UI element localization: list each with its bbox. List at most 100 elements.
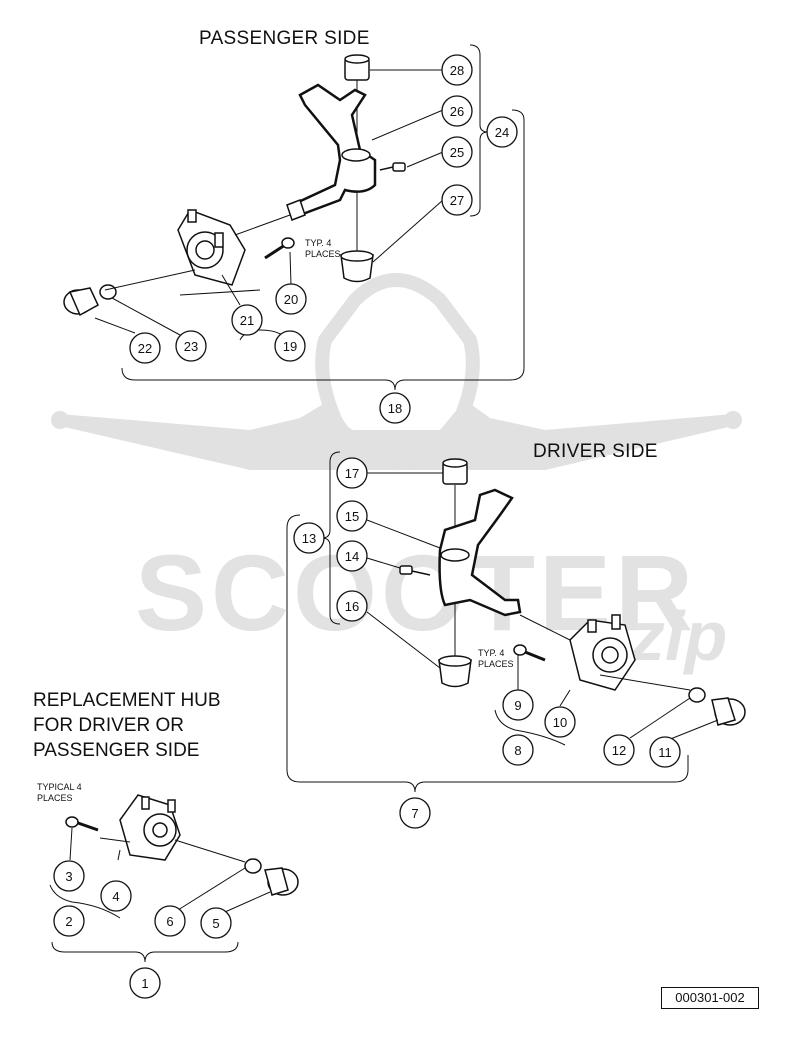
callout-11-label: 11 bbox=[658, 745, 672, 760]
typ4-note-driver: TYP. 4 PLACES bbox=[478, 648, 514, 670]
typ4-note-passenger: TYP. 4 PLACES bbox=[305, 238, 341, 260]
callout-26-label: 26 bbox=[450, 104, 464, 119]
callout-5-label: 5 bbox=[212, 916, 219, 931]
callout-24: 24 bbox=[486, 116, 518, 148]
callout-15: 15 bbox=[336, 500, 368, 532]
callout-28-label: 28 bbox=[450, 63, 464, 78]
callout-14-label: 14 bbox=[345, 549, 359, 564]
callout-2-label: 2 bbox=[65, 914, 72, 929]
callout-7-label: 7 bbox=[411, 806, 418, 821]
callout-25-label: 25 bbox=[450, 145, 464, 160]
replacement-hub-heading-line-2: FOR DRIVER OR bbox=[33, 715, 184, 736]
callout-9: 9 bbox=[502, 689, 534, 721]
callout-26: 26 bbox=[441, 95, 473, 127]
bushing-top-part-28 bbox=[344, 54, 370, 81]
callout-10-label: 10 bbox=[553, 715, 567, 730]
callout-6-label: 6 bbox=[166, 914, 173, 929]
replacement-hub-heading: REPLACEMENT HUB FOR DRIVER OR PASSENGER … bbox=[33, 688, 221, 763]
bolt-part-3 bbox=[65, 816, 99, 832]
callout-8-label: 8 bbox=[514, 743, 521, 758]
grease-fitting-part-25 bbox=[379, 162, 406, 172]
replacement-hub-heading-line-3: PASSENGER SIDE bbox=[33, 740, 200, 761]
callout-18-label: 18 bbox=[388, 401, 402, 416]
callout-18: 18 bbox=[379, 392, 411, 424]
typical4-note-hub-line-2: PLACES bbox=[37, 793, 73, 803]
callout-1: 1 bbox=[129, 967, 161, 999]
callout-4-label: 4 bbox=[112, 889, 119, 904]
callout-13: 13 bbox=[293, 522, 325, 554]
callout-circles: 28 26 24 25 27 20 21 19 22 23 18 17 15 1… bbox=[53, 54, 681, 999]
hub-part-4 bbox=[119, 794, 181, 861]
typical4-note-hub: TYPICAL 4 PLACES bbox=[37, 782, 82, 804]
typ4-note-driver-line-2: PLACES bbox=[478, 659, 514, 669]
dust-cap-part-5 bbox=[264, 867, 299, 896]
nut-part-12 bbox=[688, 687, 706, 703]
callout-3: 3 bbox=[53, 860, 85, 892]
replacement-hub-assembly bbox=[49, 794, 299, 963]
nut-part-23 bbox=[99, 284, 117, 300]
driver-side-heading: DRIVER SIDE bbox=[533, 441, 658, 462]
callout-17-label: 17 bbox=[345, 466, 359, 481]
callout-27-label: 27 bbox=[450, 193, 464, 208]
callout-19: 19 bbox=[274, 330, 306, 362]
callout-21: 21 bbox=[231, 304, 263, 336]
callout-28: 28 bbox=[441, 54, 473, 86]
callout-1-label: 1 bbox=[141, 976, 148, 991]
callout-23-label: 23 bbox=[184, 339, 198, 354]
hub-part-10 bbox=[569, 614, 636, 691]
callout-20: 20 bbox=[275, 283, 307, 315]
callout-24-label: 24 bbox=[495, 125, 509, 140]
spindle-arm-part-15 bbox=[438, 488, 522, 617]
document-number-box: 000301-002 bbox=[661, 987, 759, 1009]
driver-side-assembly bbox=[286, 451, 746, 793]
callout-22: 22 bbox=[129, 332, 161, 364]
callout-19-label: 19 bbox=[283, 339, 297, 354]
callout-11: 11 bbox=[649, 736, 681, 768]
callout-20-label: 20 bbox=[284, 292, 298, 307]
watermark-suffix: zip bbox=[629, 597, 727, 675]
typical4-note-hub-line-1: TYPICAL 4 bbox=[37, 782, 82, 792]
callout-6: 6 bbox=[154, 905, 186, 937]
bushing-bottom-part-27 bbox=[340, 250, 374, 283]
driver-leaders bbox=[286, 451, 719, 793]
callout-23: 23 bbox=[175, 330, 207, 362]
callout-15-label: 15 bbox=[345, 509, 359, 524]
callout-14: 14 bbox=[336, 540, 368, 572]
typ4-note-passenger-line-1: TYP. 4 bbox=[305, 238, 332, 248]
bushing-top-part-17 bbox=[442, 458, 468, 485]
callout-9-label: 9 bbox=[514, 698, 521, 713]
callout-10: 10 bbox=[544, 706, 576, 738]
callout-13-label: 13 bbox=[302, 531, 316, 546]
bolt-part-20 bbox=[264, 237, 295, 260]
passenger-side-assembly bbox=[63, 44, 525, 391]
callout-12: 12 bbox=[603, 734, 635, 766]
callout-8: 8 bbox=[502, 734, 534, 766]
callout-4: 4 bbox=[100, 880, 132, 912]
callout-3-label: 3 bbox=[65, 869, 72, 884]
grease-fitting-part-14 bbox=[399, 565, 431, 576]
dust-cap-part-11 bbox=[711, 697, 746, 726]
watermark: SCOOTER zip bbox=[51, 273, 742, 675]
callout-12-label: 12 bbox=[612, 743, 626, 758]
callout-5: 5 bbox=[200, 907, 232, 939]
callout-22-label: 22 bbox=[138, 341, 152, 356]
callout-2: 2 bbox=[53, 905, 85, 937]
callout-21-label: 21 bbox=[240, 313, 254, 328]
bushing-bottom-part-16 bbox=[438, 655, 472, 688]
callout-16: 16 bbox=[336, 590, 368, 622]
callout-16-label: 16 bbox=[345, 599, 359, 614]
callout-17: 17 bbox=[336, 457, 368, 489]
hub-part-21 bbox=[177, 209, 246, 286]
hub-leaders bbox=[49, 827, 271, 963]
dust-cap-part-22 bbox=[63, 287, 99, 317]
typ4-note-passenger-line-2: PLACES bbox=[305, 249, 341, 259]
passenger-side-heading: PASSENGER SIDE bbox=[199, 28, 370, 49]
nut-part-6 bbox=[244, 858, 262, 874]
callout-7: 7 bbox=[399, 797, 431, 829]
callout-27: 27 bbox=[441, 184, 473, 216]
typ4-note-driver-line-1: TYP. 4 bbox=[478, 648, 505, 658]
replacement-hub-heading-line-1: REPLACEMENT HUB bbox=[33, 690, 221, 711]
spindle-arm-part-26 bbox=[290, 83, 377, 217]
